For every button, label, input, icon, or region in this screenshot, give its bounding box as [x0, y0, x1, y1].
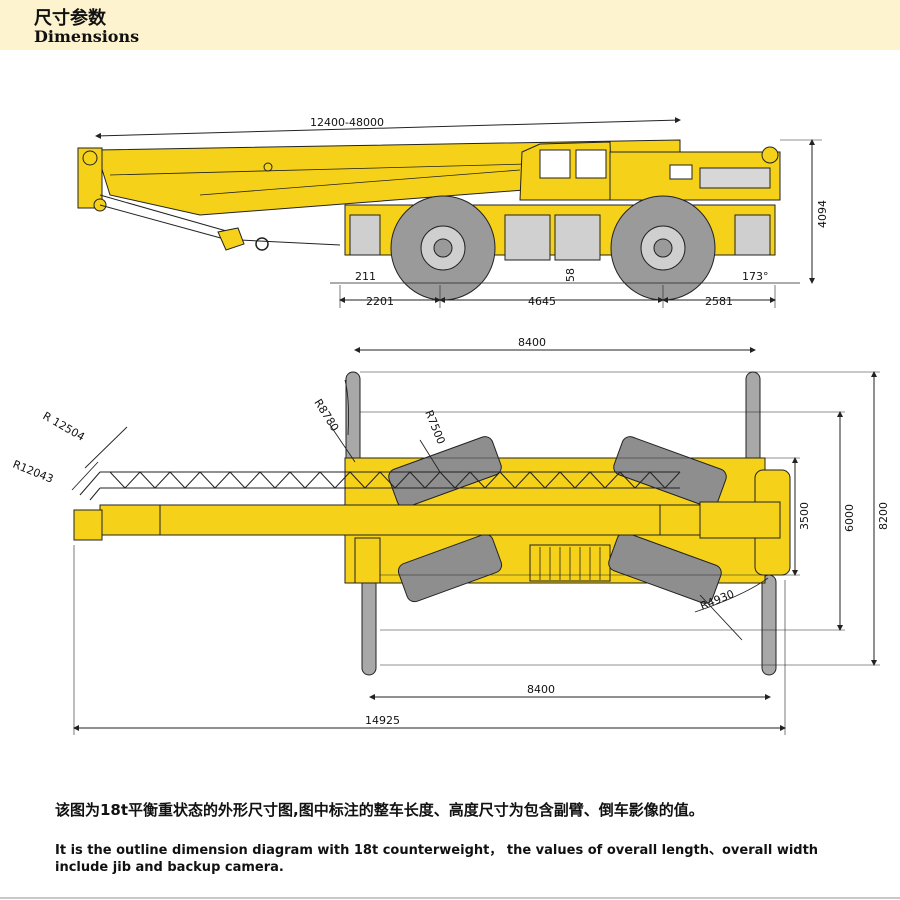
top-view: 8400	[11, 336, 890, 735]
rear-wheel	[610, 195, 716, 301]
front-wheel	[390, 195, 496, 301]
dim-rear-overhang: 2581	[705, 295, 733, 308]
dim-approach-clearance: 211	[355, 270, 376, 283]
dim-height: 4094	[816, 200, 829, 228]
radius-arcs	[71, 379, 769, 641]
note-chinese: 该图为18t平衡重状态的外形尺寸图,图中标注的整车长度、高度尺寸为包含副臂、倒车…	[55, 801, 704, 819]
note-english: It is the outline dimension diagram with…	[55, 843, 819, 875]
dim-radius-counterweight: R7500	[422, 408, 447, 446]
dim-boom-length: 12400-48000	[310, 116, 384, 129]
outriggers	[345, 371, 777, 676]
header-bar: 尺寸参数 Dimensions	[0, 0, 900, 50]
dim-outrigger-span-bottom: 8400	[527, 683, 555, 696]
dim-radius-jib-outer: R 12504	[41, 409, 87, 443]
dim-ground-clearance: 58	[564, 268, 577, 282]
lattice-jib	[79, 471, 681, 501]
side-cab	[519, 141, 781, 201]
dim-wheelbase: 4645	[528, 295, 556, 308]
title-chinese: 尺寸参数	[34, 8, 106, 29]
dim-radius-jib-inner: R12043	[11, 458, 55, 486]
dim-overall-length: 14925	[365, 714, 400, 727]
dim-outrigger-span-top: 8400	[518, 336, 546, 349]
dim-radius-boom: R8780	[311, 397, 341, 434]
dim-width-inner: 3500	[798, 502, 811, 530]
dim-width-outer: 8200	[877, 502, 890, 530]
dim-departure-angle: 173°	[742, 270, 769, 283]
title-english: Dimensions	[34, 27, 140, 46]
top-boom	[73, 501, 781, 584]
side-view: 12400-48000 4094 211 58 173° 2201 4645 2…	[77, 116, 829, 308]
dim-width-mid: 6000	[843, 504, 856, 532]
dim-front-overhang: 2201	[366, 295, 394, 308]
